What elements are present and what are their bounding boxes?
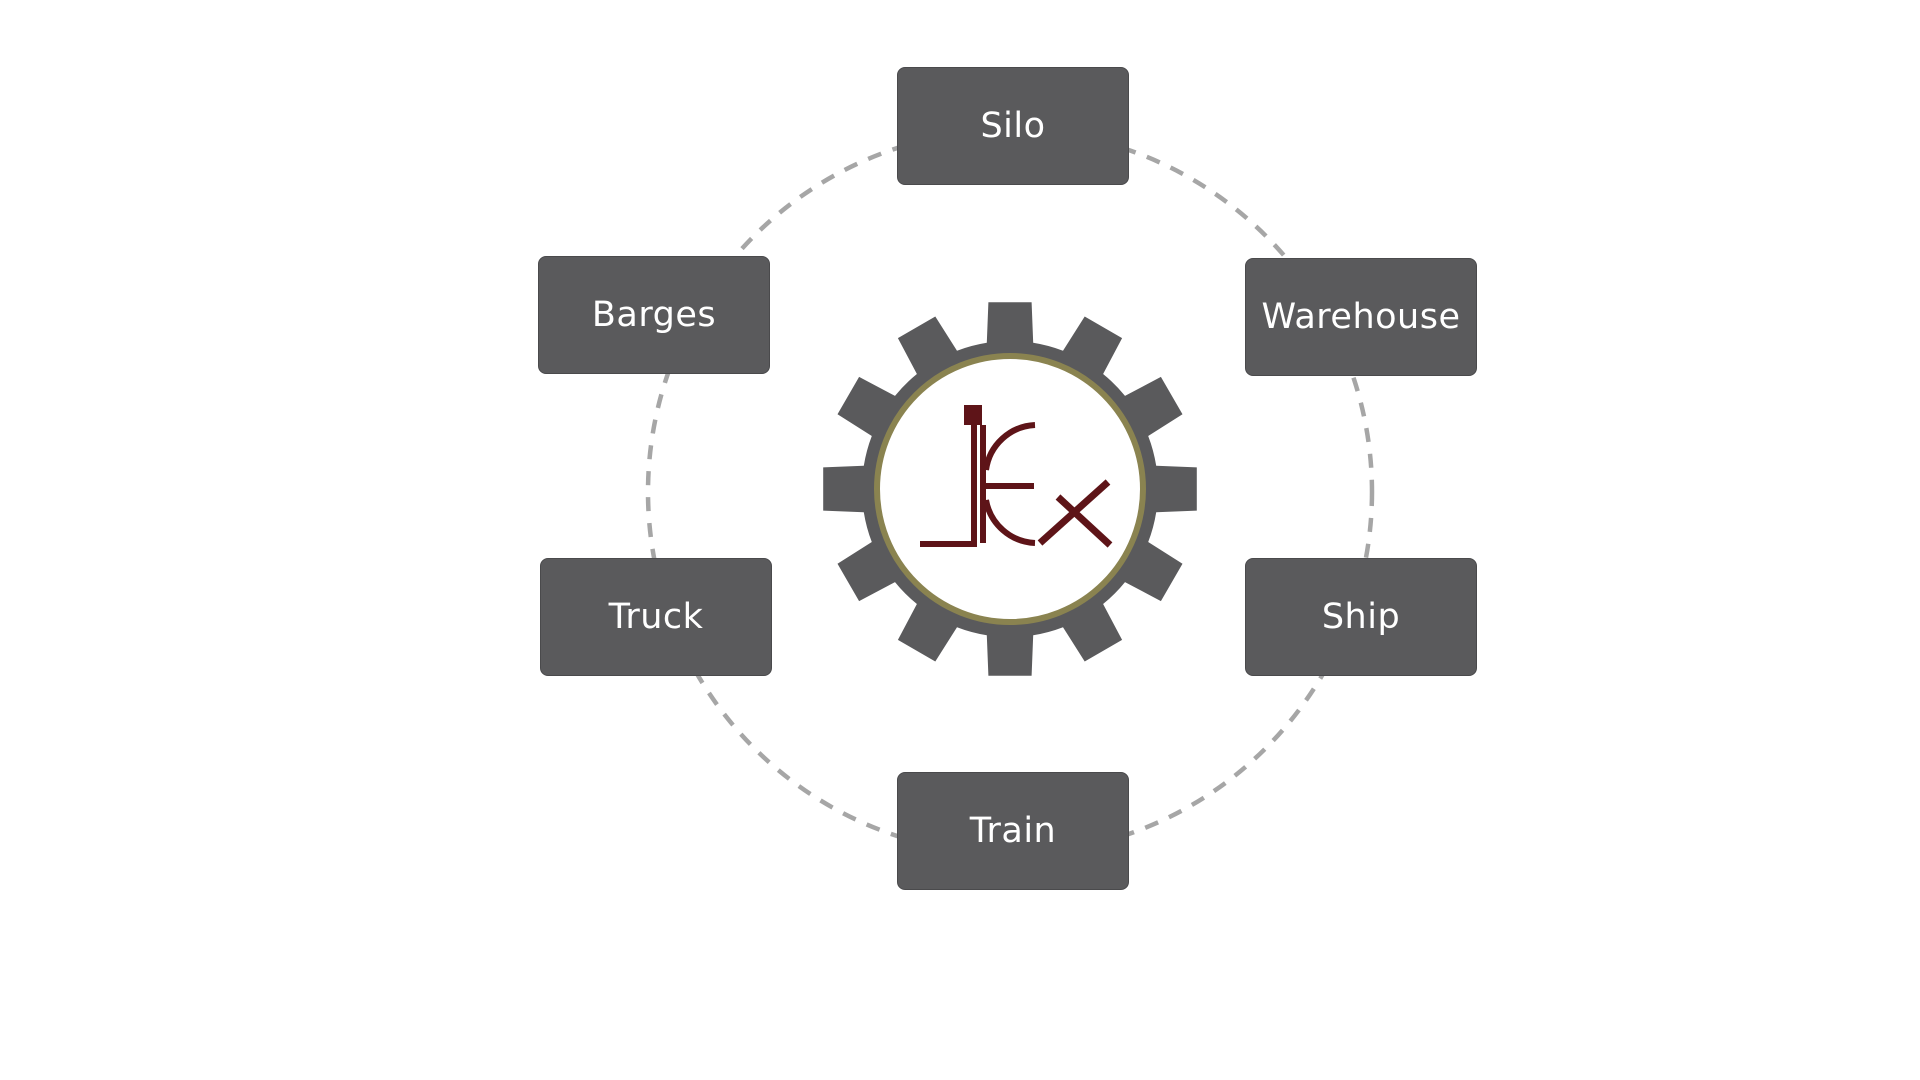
node-barges: Barges <box>538 256 770 374</box>
jex-logo <box>920 405 1113 548</box>
node-ship-label: Ship <box>1321 597 1401 637</box>
node-silo: Silo <box>897 67 1129 185</box>
node-silo-label: Silo <box>980 106 1046 146</box>
node-train-label: Train <box>969 811 1057 851</box>
node-warehouse: Warehouse <box>1245 258 1477 376</box>
node-truck: Truck <box>540 558 772 676</box>
node-warehouse-label: Warehouse <box>1261 297 1461 337</box>
node-ship: Ship <box>1245 558 1477 676</box>
node-train: Train <box>897 772 1129 890</box>
node-barges-label: Barges <box>591 295 717 335</box>
node-truck-label: Truck <box>608 597 704 637</box>
